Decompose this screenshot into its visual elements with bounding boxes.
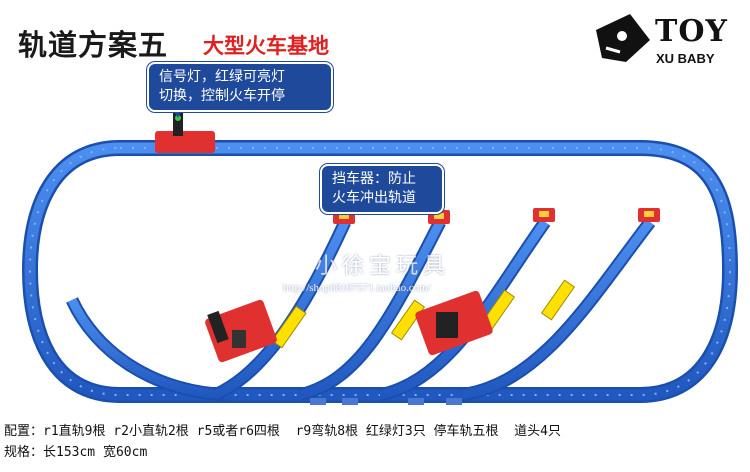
brand-logo-text: TOY: [655, 14, 728, 49]
watermark-url: http://shop68107571.taobao.com/: [283, 282, 431, 294]
signal-callout: 信号灯，红绿可亮灯 切换，控制火车开停: [147, 62, 333, 112]
spec-configuration: 配置：r1直轨9根 r2小直轨2根 r5或者r6四根 r9弯轨8根 红绿灯3只 …: [4, 424, 562, 439]
spec-dimensions: 规格：长153cm 宽60cm: [4, 445, 148, 460]
signal-light-middle: [415, 290, 493, 356]
buffer-stop-3: [533, 208, 555, 222]
stop-marker-4: [540, 279, 576, 321]
spur-track-2: [298, 219, 446, 402]
signal-light-top: [155, 112, 215, 153]
stop-marker-2: [390, 299, 426, 341]
signal-light-left: [205, 299, 277, 363]
brand-logo-subtext: XU BABY: [656, 51, 715, 66]
stopper-callout-line-1: 挡车器：防止: [332, 171, 416, 187]
page-subtitle: 大型火车基地: [203, 34, 329, 58]
track-connectors: [310, 398, 462, 405]
stop-marker-1: [271, 305, 307, 349]
page-title: 轨道方案五: [18, 28, 169, 62]
stopper-callout: 挡车器：防止 火车冲出轨道: [320, 164, 444, 214]
buffer-stop-4: [638, 208, 660, 222]
signal-callout-line-1: 信号灯，红绿可亮灯: [159, 69, 285, 85]
watermark-text: 小徐宝玩具: [315, 254, 451, 279]
stopper-callout-line-2: 火车冲出轨道: [332, 190, 416, 206]
spur-track-4: [459, 218, 656, 402]
signal-callout-line-2: 切换，控制火车开停: [159, 88, 285, 104]
logo-mascot-icon: [596, 14, 650, 62]
